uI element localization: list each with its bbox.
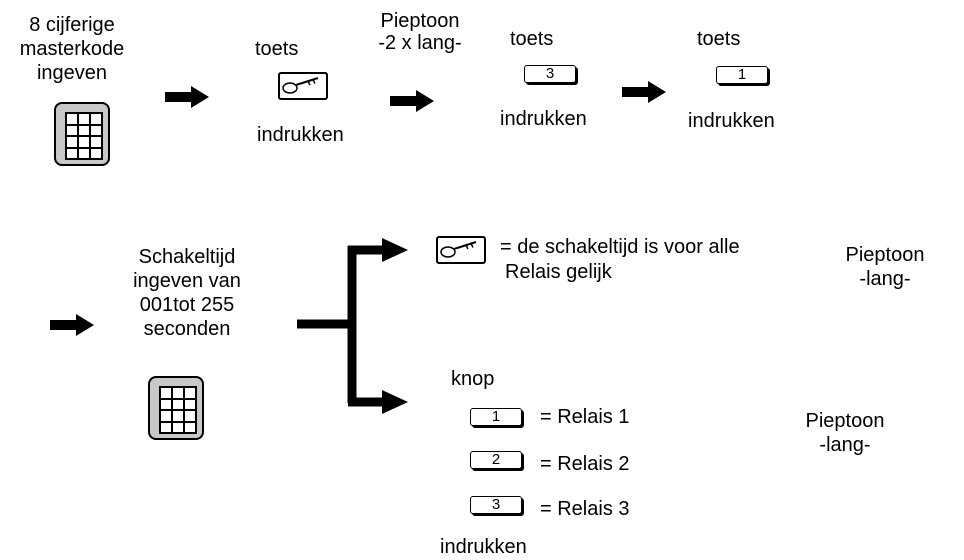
relay-3-label: = Relais 3 [540,498,630,520]
toets-label-2: toets [510,28,554,50]
schakeltijd-line-2: ingeven van [133,270,241,292]
key-icon [278,72,328,100]
arrow-2 [390,90,434,112]
relay-2-key: 2 [470,451,522,469]
arrow-1 [165,86,209,108]
branch-upper-text-2: Relais gelijk [505,261,612,283]
branch-top-arrowhead [382,238,408,262]
indrukken-label-3: indrukken [688,110,775,132]
pieptoon-label-2b: -lang- [859,268,911,290]
schakeltijd-line-1: Schakeltijd [138,246,236,268]
toets-label-1: toets [255,38,299,60]
relay-1-key: 1 [470,408,522,426]
masterkode-line-3: ingeven [36,62,108,84]
indrukken-label-2: indrukken [500,108,587,130]
pieptoon-label-3: Pieptoon [805,410,885,432]
toets-label-3: toets [697,28,741,50]
keypad-icon [54,102,110,166]
pieptoon-label-2: Pieptoon [845,244,925,266]
pieptoon-label-1b: -2 x lang- [378,32,462,54]
knop-label: knop [451,368,495,390]
branch-bottom-arrowhead [382,390,408,414]
arrow-4 [50,314,94,336]
schakeltijd-line-4: seconden [143,318,231,340]
key-1-button: 1 [716,66,768,84]
relay-2-label: = Relais 2 [540,453,630,475]
indrukken-label-4: indrukken [440,536,527,558]
branch-upper-text-1: = de schakeltijd is voor alle [500,236,740,258]
arrow-3 [622,81,666,103]
relay-3-key: 3 [470,496,522,514]
masterkode-line-2: masterkode [19,38,125,60]
key-icon-2 [436,236,486,264]
schakeltijd-line-3: 001tot 255 [139,294,235,316]
pieptoon-label-3b: -lang- [819,434,871,456]
indrukken-label-1: indrukken [257,124,344,146]
relay-1-label: = Relais 1 [540,406,630,428]
pieptoon-label-1: Pieptoon [380,10,460,32]
masterkode-line-1: 8 cijferige [29,14,115,36]
keypad-icon-2 [148,376,204,440]
key-3-button: 3 [524,65,576,83]
